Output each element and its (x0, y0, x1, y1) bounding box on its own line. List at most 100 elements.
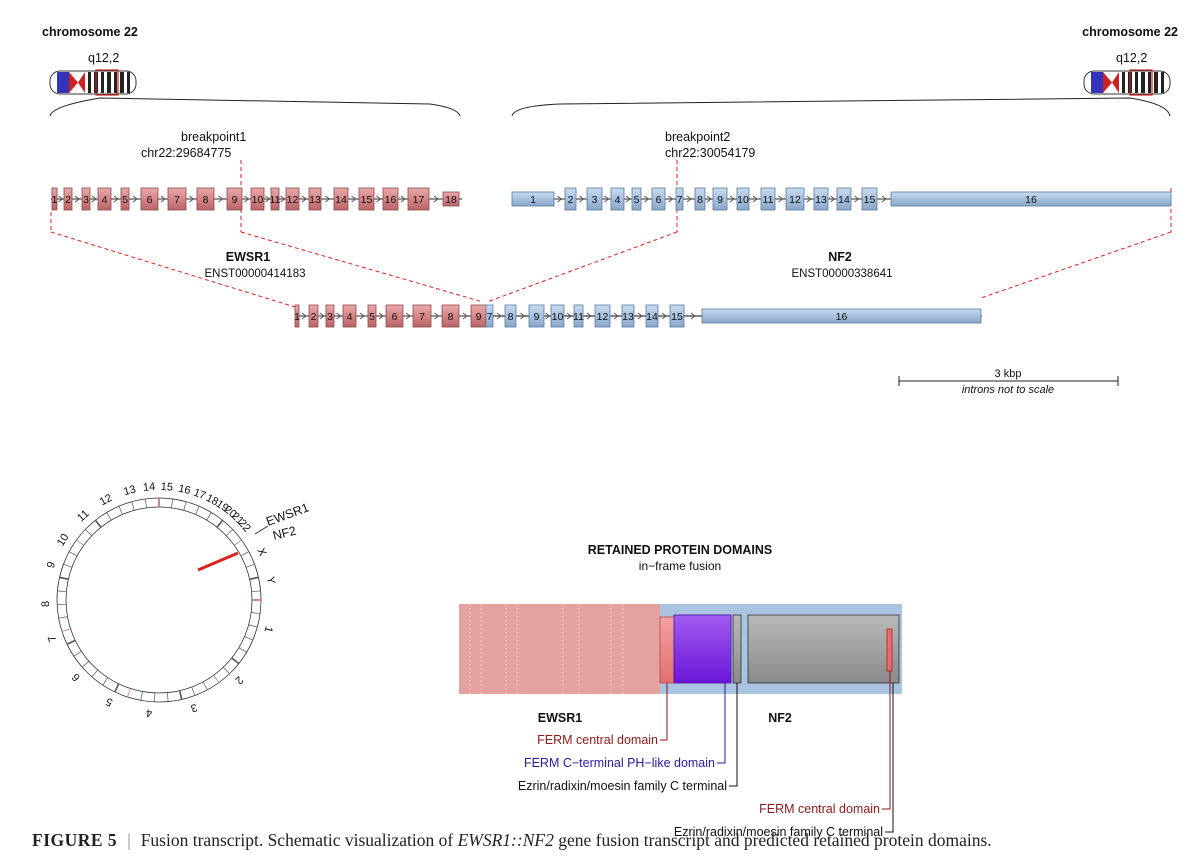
scale-bar (898, 376, 1119, 386)
nf2-exon-label: 6 (656, 194, 662, 206)
fusion-nf2-exon-3: 9 (528, 304, 545, 328)
nf2-exon-label: 2 (568, 194, 574, 206)
fusion-ewsr1-exon-8: 8 (441, 304, 460, 328)
circos-chromosome-label: 8 (40, 601, 52, 608)
circos-band (223, 666, 230, 674)
circos-band (166, 692, 169, 702)
nf2-exon-label: 4 (615, 194, 621, 206)
circos-band (66, 639, 76, 645)
fusion-nf2-exon-7: 13 (621, 304, 635, 328)
circos-band (118, 506, 123, 515)
circos-band (69, 551, 78, 557)
ewsr1-exon-10: 10 (250, 187, 265, 211)
ewsr1-exon-17: 17 (407, 187, 430, 211)
ewsr1-exon-label: 15 (361, 194, 373, 206)
fusion-nf2-exon-label: 13 (622, 311, 634, 323)
nf2-exon-6: 6 (651, 187, 666, 211)
circos-chromosome-label: Y (264, 576, 277, 586)
ewsr1-exon-label: 10 (252, 194, 264, 206)
fusion-nf2-exon-4: 10 (550, 304, 565, 328)
fusion-ewsr1-strand-arrow (319, 312, 325, 320)
fusion-ewsr1-exon-label: 5 (369, 311, 375, 323)
fusion-ewsr1-strand-arrow (405, 312, 411, 320)
nf2-strand-arrow (686, 195, 692, 203)
circos-chromosome-label: 7 (46, 634, 59, 644)
ewsr1-strand-arrow (351, 195, 357, 203)
fusion-nf2-strand-arrow (613, 312, 619, 320)
fusion-nf2-exon-9: 15 (669, 304, 685, 328)
fusion-ewsr1-strand-arrow (359, 312, 365, 320)
circos-chromosome-label: 19 (214, 498, 231, 515)
circos-chromosome-label: 10 (55, 532, 72, 549)
circos-chromosome-label: 5 (104, 695, 115, 708)
nf2-strand-arrow (557, 195, 563, 203)
chromosome-ideogram-right (1083, 69, 1171, 96)
ewsr1-exon-2: 2 (63, 187, 73, 211)
ewsr1-exon-15: 15 (358, 187, 375, 211)
fusion-ewsr1-exon-label: 6 (392, 311, 398, 323)
ewsr1-strand-arrow (244, 195, 250, 203)
fusion-nf2-exon-10: 16 (701, 308, 982, 324)
ewsr1-exon-13: 13 (308, 187, 322, 211)
zoom-bracket-left (49, 97, 461, 117)
fusion-nf2-strand-arrow (661, 312, 667, 320)
fusion-ewsr1-strand-arrow (301, 312, 307, 320)
ewsr1-exon-3: 3 (81, 187, 91, 211)
circos-band (59, 576, 69, 581)
ewsr1-gene-name: EWSR1 (226, 250, 271, 264)
circos-band (102, 677, 109, 686)
caption-gene-fusion: EWSR1::NF2 (457, 830, 554, 850)
circos-band (238, 647, 247, 653)
chromosome-ideogram-left (49, 69, 137, 96)
protein-left-gene: EWSR1 (538, 711, 583, 725)
circos-chromosome-label: 6 (70, 671, 83, 684)
circos-band (131, 501, 135, 511)
band-right-label: q12,2 (1116, 51, 1147, 65)
circos-band (191, 686, 196, 696)
ewsr1-strand-arrow (91, 195, 97, 203)
nf2-exon-5: 5 (631, 187, 642, 211)
ewsr1-strand-arrow (160, 195, 166, 203)
band-left-label: q12,2 (88, 51, 119, 65)
ewsr1-exon-label: 9 (232, 194, 238, 206)
fusion-ewsr1-exon-label: 4 (347, 311, 353, 323)
nf2-exon-label: 1 (530, 194, 536, 206)
circos-band (234, 539, 242, 546)
circos-band (248, 624, 258, 628)
ewsr1-exon-label: 16 (385, 194, 397, 206)
ewsr1-strand-arrow (376, 195, 382, 203)
nf2-strand-arrow (668, 195, 674, 203)
ewsr1-exon-6: 6 (140, 187, 159, 211)
circos-chromosome-label: 18 (204, 492, 220, 508)
circos-band (249, 576, 259, 581)
nf2-exon-label: 12 (789, 194, 801, 206)
circos-band (216, 519, 224, 528)
fusion-nf2-exon-8: 14 (645, 304, 659, 328)
protein-subtitle: in−frame fusion (639, 559, 721, 573)
ewsr1-exon-label: 3 (83, 194, 89, 206)
nf2-exon-label: 3 (592, 194, 598, 206)
ewsr1-strand-arrow (265, 195, 271, 203)
circos-band (171, 498, 174, 508)
protein-bar (459, 604, 902, 694)
protein-right-gene: NF2 (768, 711, 792, 725)
nf2-strand-arrow (752, 195, 758, 203)
fusion-nf2-exon-label: 16 (836, 311, 848, 323)
circos-band (106, 512, 112, 521)
circos-band (127, 688, 131, 698)
circos-band (81, 660, 90, 668)
circos-band (85, 529, 93, 536)
circos-band (114, 683, 120, 693)
ewsr1-strand-arrow (301, 195, 307, 203)
circos-chromosome-label: 1 (262, 625, 275, 634)
circos-band (57, 590, 67, 593)
nf2-exon-label: 8 (697, 194, 703, 206)
nf2-exon-label: 5 (634, 194, 640, 206)
ewsr1-exon-label: 12 (287, 194, 299, 206)
fusion-ewsr1-exon-2: 2 (308, 304, 319, 328)
fusion-nf2-exon-label: 15 (671, 311, 683, 323)
nf2-exon-16: 16 (890, 191, 1172, 207)
circos-chromosome-label: 17 (192, 487, 208, 503)
